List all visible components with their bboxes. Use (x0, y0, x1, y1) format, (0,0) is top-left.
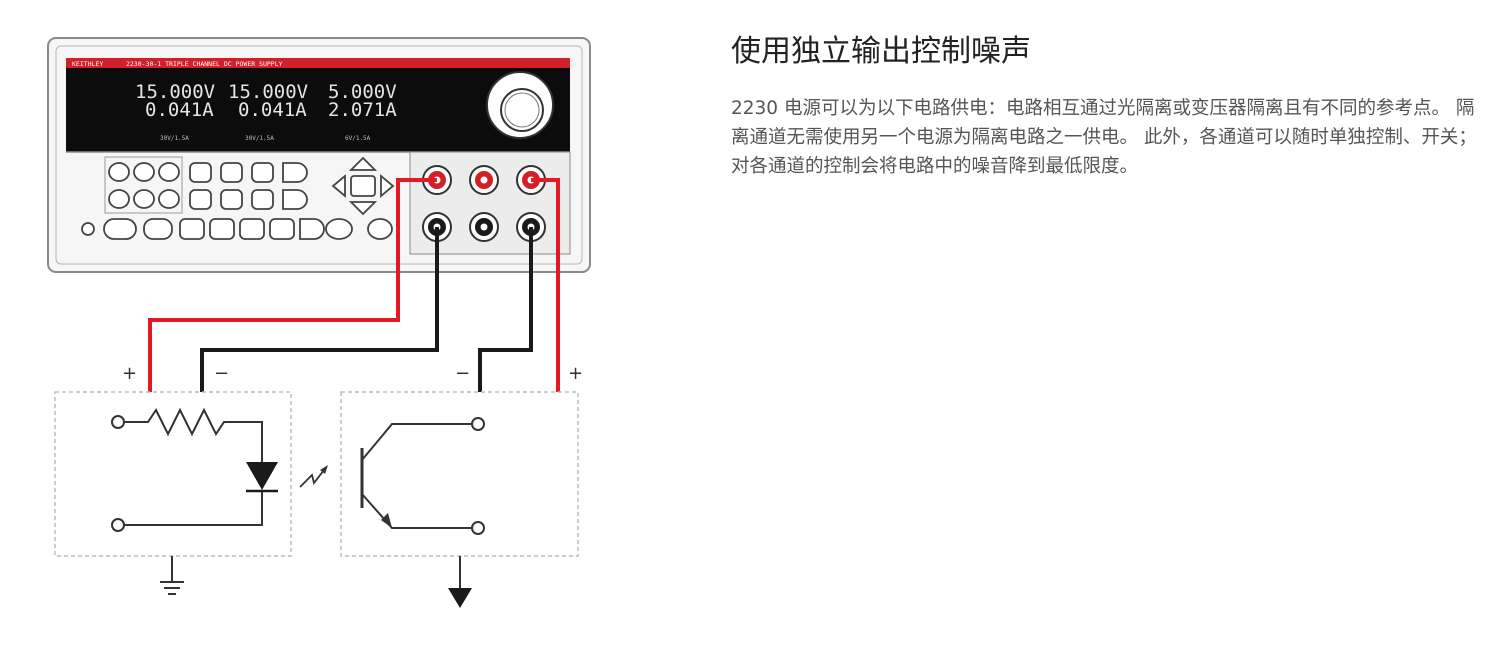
terminal-ch2-positive[interactable] (469, 165, 499, 195)
input-terminal-bottom (111, 518, 125, 532)
key-b3 (179, 218, 205, 240)
key-b2 (143, 218, 173, 240)
key-f1 (189, 162, 212, 183)
key-f7 (251, 189, 274, 210)
key-f3 (251, 162, 274, 183)
wire-black-right (478, 227, 533, 392)
ch2-voltage: 15.000V (228, 81, 308, 103)
ground-arrow-icon (448, 556, 472, 608)
ch1-rating: 30V/1.5A (160, 135, 189, 142)
input-terminal-top (111, 415, 125, 429)
ch1-current: 0.041A (145, 99, 214, 121)
power-switch (81, 222, 95, 236)
arrow-pad-icon[interactable] (331, 156, 395, 216)
article-body: 2230 电源可以为以下电路供电：电路相互通过光隔离或变压器隔离且有不同的参考点… (731, 98, 1477, 177)
right-plus-label: + (568, 363, 583, 384)
wire-red-right (531, 178, 560, 392)
arrow-up-icon (348, 156, 378, 171)
arrow-right-icon (380, 174, 395, 198)
terminal-ch2-negative[interactable] (469, 212, 499, 242)
phototransistor-icon (360, 417, 485, 535)
arrow-down-icon (348, 201, 378, 216)
key-1 (108, 162, 130, 182)
key-6 (158, 189, 180, 209)
resistor-icon (124, 407, 263, 462)
ch3-voltage: 5.000V (328, 81, 397, 103)
key-b5 (239, 218, 265, 240)
ch3-current: 2.071A (328, 99, 397, 121)
article-title: 使用独立输出控制噪声 (731, 34, 1031, 69)
wire-black-left (200, 227, 439, 392)
enter-key (350, 175, 376, 197)
wires (148, 178, 560, 392)
led-diode-icon (246, 462, 278, 493)
key-f4 (282, 162, 308, 183)
key-4 (108, 189, 130, 209)
power-supply-bezel (55, 45, 583, 265)
optical-isolation-diagram: KEITHLEY 2230-30-1 TRIPLE CHANNEL DC POW… (47, 37, 591, 608)
key-b6 (269, 218, 295, 240)
light-signal-icon (299, 465, 328, 488)
key-b8 (325, 218, 353, 240)
left-minus-label: − (214, 363, 229, 384)
rotary-knob-icon[interactable] (486, 71, 554, 139)
key-f5 (189, 189, 212, 210)
return-wire (124, 492, 263, 526)
brand-label: KEITHLEY (72, 60, 103, 68)
ground-icon (160, 556, 184, 595)
ch2-current: 0.041A (238, 99, 307, 121)
key-f8 (282, 189, 308, 210)
key-f2 (220, 162, 243, 183)
key-b7 (299, 218, 325, 240)
emitter-arrow-icon (381, 513, 392, 528)
key-f6 (220, 189, 243, 210)
ch2-rating: 30V/1.5A (245, 135, 274, 142)
key-5 (133, 189, 155, 209)
power-supply: KEITHLEY 2230-30-1 TRIPLE CHANNEL DC POW… (47, 37, 591, 273)
phototransistor-circuit-box (340, 391, 579, 557)
led-circuit (111, 407, 263, 532)
key-2 (133, 162, 155, 182)
left-plus-label: + (122, 363, 137, 384)
key-b9 (367, 218, 393, 240)
key-3 (158, 162, 180, 182)
article: 使用独立输出控制噪声 2230 电源可以为以下电路供电：电路相互通过光隔离或变压… (731, 30, 1491, 181)
numeric-key-group (104, 156, 183, 214)
key-b4 (209, 218, 235, 240)
arrow-left-icon (331, 174, 346, 198)
model-label: 2230-30-1 TRIPLE CHANNEL DC POWER SUPPLY (126, 60, 283, 68)
brand-bar (66, 58, 570, 68)
right-minus-label: − (455, 363, 470, 384)
ch3-rating: 6V/1.5A (345, 135, 371, 142)
keypad[interactable] (81, 162, 393, 240)
wire-red-left (148, 178, 437, 392)
ch1-voltage: 15.000V (135, 81, 215, 103)
key-b1 (103, 218, 137, 240)
